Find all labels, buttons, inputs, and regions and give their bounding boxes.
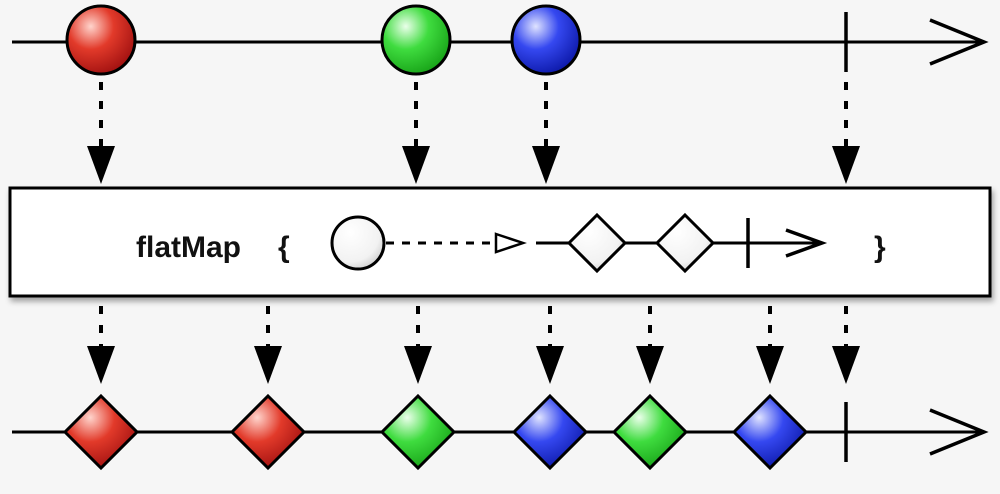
operator-box: flatMap { } <box>8 186 992 298</box>
source-marble-red <box>65 4 137 76</box>
result-arrowhead-6 <box>756 346 784 384</box>
result-arrowhead-5 <box>636 346 664 384</box>
result-timeline <box>12 393 989 471</box>
arrowhead-blue <box>532 146 560 184</box>
result-diamond-blue-2 <box>731 393 809 471</box>
inner-diamond-1 <box>566 212 628 274</box>
inner-timeline-arrowhead <box>785 228 828 258</box>
result-arrowhead-3 <box>404 346 432 384</box>
arrowhead-complete <box>832 146 860 184</box>
inner-input-circle <box>330 215 386 271</box>
result-arrowhead-4 <box>536 346 564 384</box>
result-diamond-green-2 <box>611 393 689 471</box>
source-timeline-arrowhead <box>929 18 989 66</box>
arrowhead-red <box>87 146 115 184</box>
inner-diamond-2 <box>654 212 716 274</box>
result-arrowhead-complete <box>832 346 860 384</box>
operator-to-result-arrows <box>99 306 848 348</box>
source-to-operator-arrows <box>99 82 848 148</box>
result-diamond-red-1 <box>62 393 140 471</box>
result-arrowhead-2 <box>254 346 282 384</box>
source-marble-green <box>380 4 452 76</box>
result-diamond-red-2 <box>229 393 307 471</box>
source-timeline <box>12 4 989 76</box>
result-timeline-arrowhead <box>929 408 989 456</box>
inner-dashed-arrowhead <box>494 232 527 254</box>
operator-name: flatMap <box>136 231 241 264</box>
operator-open-brace: { <box>278 231 290 264</box>
operator-to-result-arrowheads <box>87 346 860 384</box>
source-marble-blue <box>510 4 582 76</box>
operator-inner-example <box>330 212 828 274</box>
source-to-operator-arrowheads <box>87 146 860 184</box>
result-diamond-blue-1 <box>511 393 589 471</box>
arrowhead-green <box>402 146 430 184</box>
result-diamond-green-1 <box>379 393 457 471</box>
result-arrowhead-1 <box>87 346 115 384</box>
operator-close-brace: } <box>874 231 886 264</box>
